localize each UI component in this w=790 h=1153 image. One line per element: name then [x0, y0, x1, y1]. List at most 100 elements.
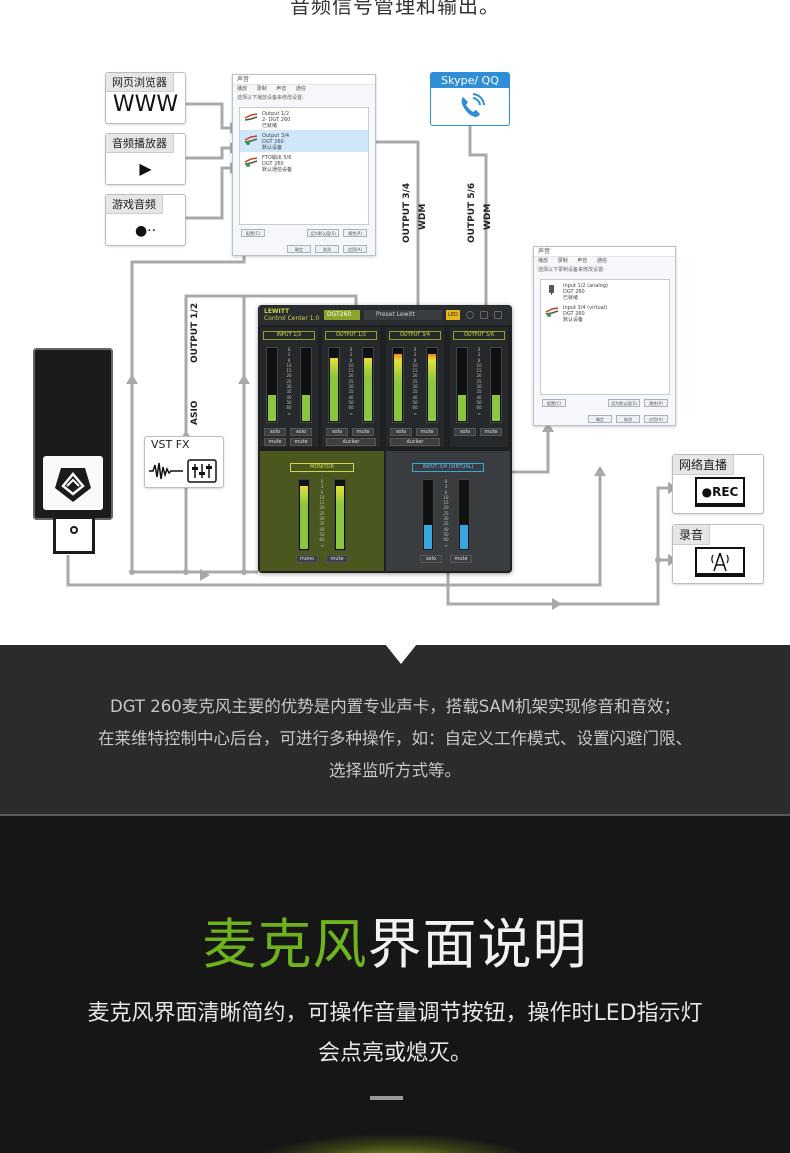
virtual-input-label: INPUT 3/4 (VIRTUAL)	[412, 463, 484, 472]
mute-button[interactable]: mute	[480, 428, 502, 436]
strip-label: OUTPUT 3/4	[389, 331, 441, 340]
strip-label: INPUT 1/2	[263, 331, 315, 340]
title-green: 麦克风	[202, 913, 368, 976]
properties-button[interactable]: 属性(P)	[644, 399, 668, 407]
lewitt-logo-icon	[55, 468, 91, 502]
device-row[interactable]: Input 3/4 (virtual) DGT 260 默认设备	[541, 302, 669, 324]
mute-button[interactable]: mute	[290, 438, 312, 446]
close-icon[interactable]	[494, 311, 502, 319]
device-status: 默认设备	[262, 145, 283, 151]
model-selector[interactable]: DGT260	[324, 310, 360, 320]
skype-label: Skype/ QQ	[431, 73, 509, 88]
apply-button[interactable]: 应用(A)	[644, 415, 668, 423]
mute-button[interactable]: mute	[264, 438, 286, 446]
output-34-wdm: WDM	[418, 203, 428, 230]
settings-icon[interactable]	[466, 311, 474, 319]
decorative-dash	[370, 1096, 403, 1100]
apply-button[interactable]: 应用(A)	[343, 245, 367, 253]
ducker-button[interactable]: ducker	[390, 438, 440, 446]
mute-button[interactable]: mute	[352, 428, 374, 436]
monitor-label: MONITOR	[290, 463, 354, 472]
level-meter	[490, 347, 502, 423]
tab-playback[interactable]: 播放	[237, 86, 248, 92]
band-description: DGT 260麦克风主要的优势是内置专业声卡，搭载SAM机架实现修音和音效； 在…	[30, 691, 760, 787]
set-default-button[interactable]: 设为默认值(S)	[608, 399, 640, 407]
microphone-grill	[43, 456, 103, 510]
cancel-button[interactable]: 取消	[616, 415, 640, 423]
tab-recording[interactable]: 录制	[557, 258, 568, 264]
preset-dropdown[interactable]: Preset Lewitt	[364, 310, 442, 320]
source-game-audio: 游戏音频 ●··	[105, 194, 186, 246]
speaker-cable-icon	[545, 307, 559, 317]
device-row[interactable]: Output 1/2 2- DGT 260 已就绪	[240, 108, 368, 130]
skype-qq-box: Skype/ QQ	[430, 72, 510, 126]
device-row[interactable]: Input 1/2 (analog) DGT 260 已就绪	[541, 280, 669, 302]
tab-sounds[interactable]: 声音	[276, 86, 287, 92]
mute-button[interactable]: mute	[416, 428, 438, 436]
level-meter	[334, 479, 346, 551]
mono-button[interactable]: mono	[296, 555, 318, 563]
mute-button[interactable]: mute	[326, 555, 348, 563]
signal-flow-diagram: 音频信号管理和输出。	[33, 0, 764, 610]
source-label: 音频播放器	[106, 134, 174, 153]
device-list[interactable]: Input 1/2 (analog) DGT 260 已就绪 Input 3/4…	[540, 279, 670, 395]
solo-button[interactable]: solo	[390, 428, 412, 436]
led-button[interactable]: LED	[446, 310, 460, 320]
minimize-icon[interactable]	[480, 311, 488, 319]
plug-hole	[70, 526, 78, 534]
tab-communications[interactable]: 通信	[596, 258, 607, 264]
solo-button[interactable]: solo	[420, 555, 442, 563]
device-name: Output 1/2	[262, 111, 290, 117]
window-title: 声音	[233, 75, 375, 85]
mute-button[interactable]: mute	[450, 555, 472, 563]
solo-button[interactable]: solo	[454, 428, 476, 436]
level-meter	[456, 347, 468, 423]
title-white: 界面说明	[367, 913, 588, 976]
solo-button[interactable]: solo	[326, 428, 348, 436]
window-tabs: 播放 录制 声音 通信	[233, 85, 375, 94]
solo-button[interactable]: solo	[264, 428, 286, 436]
waveform-icon	[149, 462, 183, 480]
section-description: 麦克风界面清晰简约，可操作音量调节按钮，操作时LED指示灯 会点亮或熄灭。	[30, 994, 760, 1074]
rec-label: ●REC	[701, 485, 739, 499]
tab-recording[interactable]: 录制	[256, 86, 267, 92]
window-description: 选择以下播放设备来修改设置:	[237, 95, 304, 101]
set-default-button[interactable]: 设为默认值(S)	[307, 229, 339, 237]
device-list[interactable]: Output 1/2 2- DGT 260 已就绪 Output 3/4 DGT…	[239, 107, 369, 225]
laptop-tower-icon	[695, 547, 745, 577]
control-center-header: LEWITT Control Center 1.0 DGT260 Preset …	[258, 305, 512, 325]
ducker-button[interactable]: ducker	[326, 438, 376, 446]
playback-devices-window: 声音 播放 录制 声音 通信 选择以下播放设备来修改设置: Output 1/2…	[232, 74, 376, 256]
source-audio-player: 音频播放器 ▶	[105, 133, 186, 185]
device-status: 已就绪	[262, 123, 278, 129]
tower-icon	[711, 552, 729, 572]
output-34-label: OUTPUT 3/4	[402, 182, 412, 243]
source-web-browser: 网页浏览器 WWW	[105, 72, 186, 124]
microphone-icon	[549, 285, 554, 295]
divider	[0, 814, 790, 816]
device-status: 默认通信设备	[262, 167, 293, 173]
ok-button[interactable]: 确定	[588, 415, 612, 423]
device-row[interactable]: FTO输出 5/6 DGT 260 默认通信设备	[240, 152, 368, 174]
level-meter	[266, 347, 278, 423]
band-line: DGT 260麦克风主要的优势是内置专业声卡，搭载SAM机架实现修音和音效；	[109, 697, 681, 716]
device-row[interactable]: Output 3/4 DGT 260 默认设备	[240, 130, 368, 152]
cancel-button[interactable]: 取消	[315, 245, 339, 253]
configure-button[interactable]: 配置(C)	[241, 229, 265, 237]
window-title: 声音	[534, 247, 675, 257]
solo-button[interactable]: solo	[290, 428, 312, 436]
tab-communications[interactable]: 通信	[295, 86, 306, 92]
tab-playback[interactable]: 播放	[538, 258, 549, 264]
ok-button[interactable]: 确定	[287, 245, 311, 253]
pacman-icon: ●··	[134, 223, 157, 239]
properties-button[interactable]: 属性(P)	[343, 229, 367, 237]
brand-logo: LEWITT Control Center 1.0	[264, 308, 319, 322]
tab-sounds[interactable]: 声音	[577, 258, 588, 264]
level-meter	[458, 479, 470, 551]
configure-button[interactable]: 配置(C)	[542, 399, 566, 407]
